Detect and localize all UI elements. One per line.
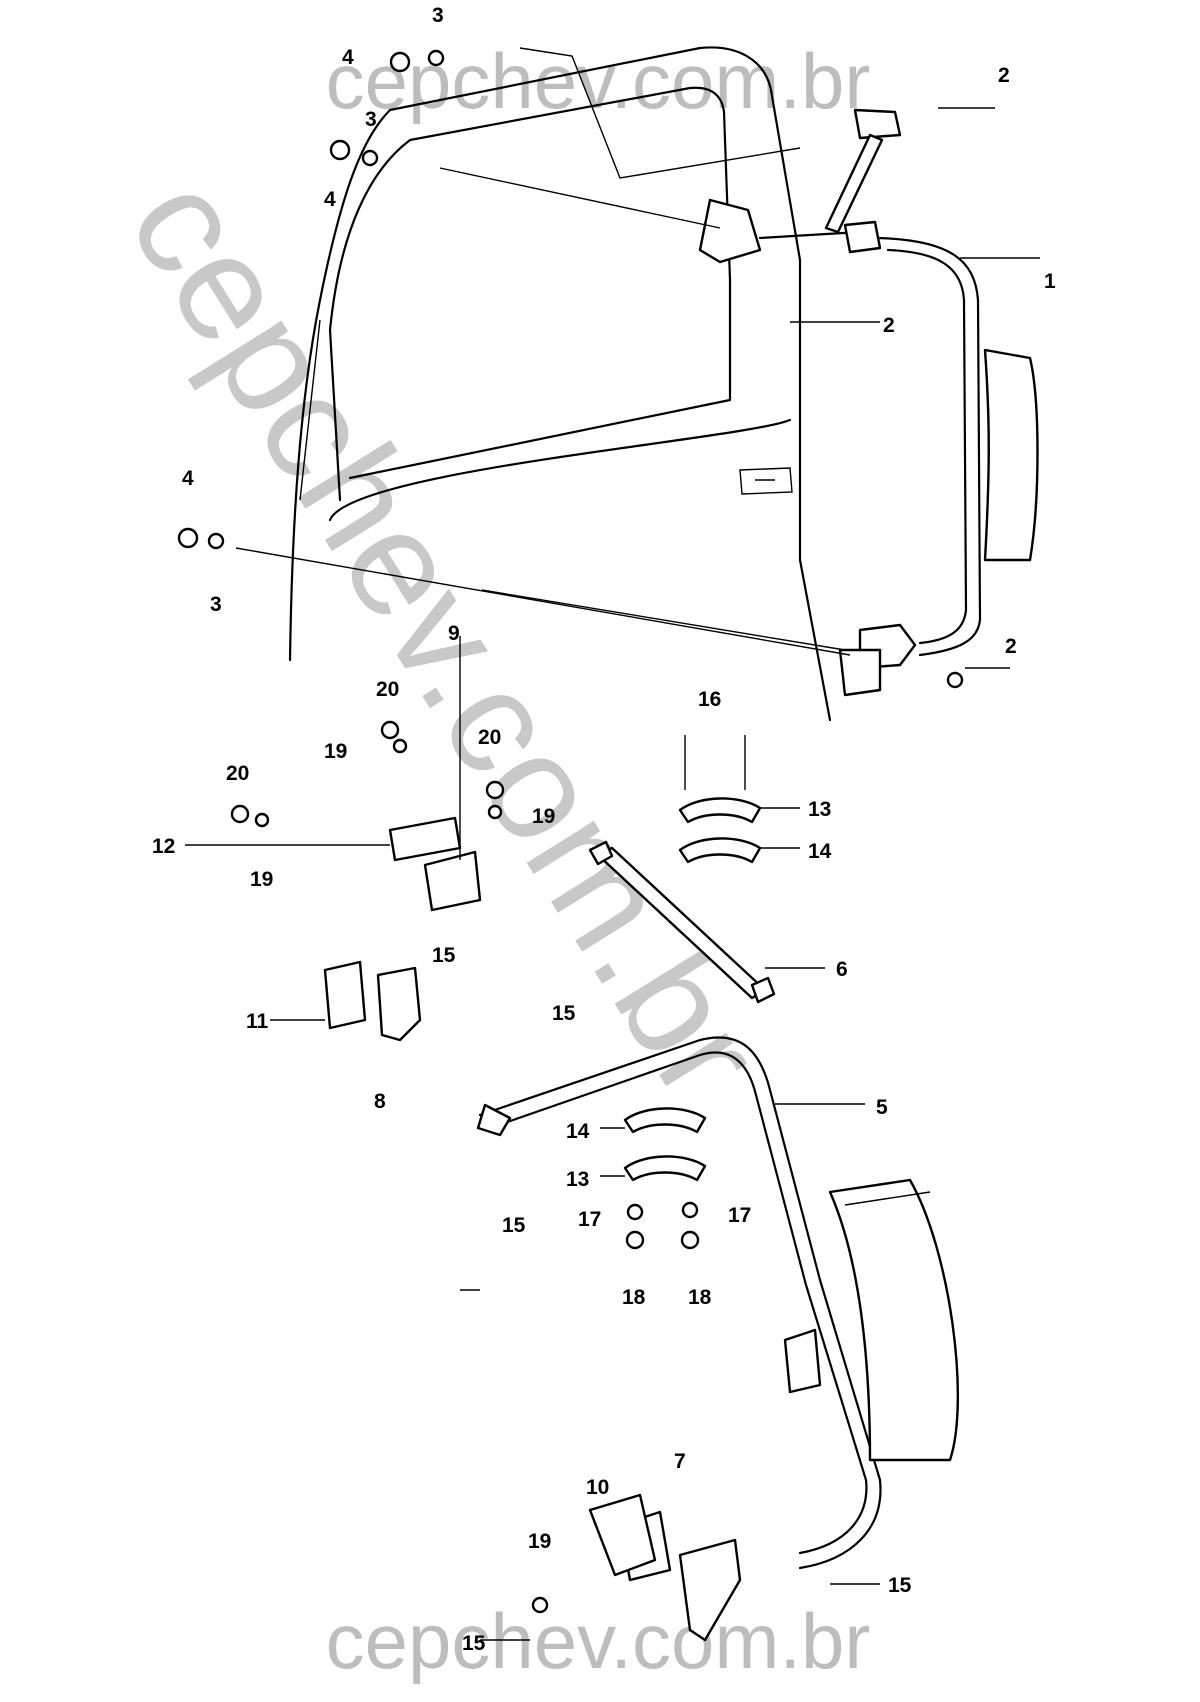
door-outline xyxy=(288,46,832,722)
callout-20-a: 20 xyxy=(376,678,399,701)
callout-14-top: 14 xyxy=(808,840,832,863)
callout-18-right: 18 xyxy=(688,1286,712,1309)
callout-4-a: 4 xyxy=(342,46,354,69)
nut-icon xyxy=(389,51,411,73)
callout-11: 11 xyxy=(246,1010,269,1033)
callout-15-b: 15 xyxy=(552,1002,576,1025)
watermark-diagonal: cepchev.com.br xyxy=(98,148,796,1125)
callout-3-c: 3 xyxy=(210,593,222,616)
watermarks: cepchev.com.br cepchev.com.br cepchev.co… xyxy=(98,37,871,1685)
callout-16: 16 xyxy=(698,688,721,711)
lower-mirror-assembly xyxy=(185,636,960,1642)
callout-10: 10 xyxy=(586,1476,609,1499)
callout-3-b: 3 xyxy=(365,108,377,131)
callout-19-d: 19 xyxy=(528,1530,551,1553)
callout-19-b: 19 xyxy=(532,805,555,828)
callout-9: 9 xyxy=(448,622,460,645)
callout-19-a: 19 xyxy=(324,740,347,763)
washer-icon xyxy=(427,49,445,67)
callout-14-bottom: 14 xyxy=(566,1120,590,1143)
callout-2-bottom: 2 xyxy=(1005,635,1017,658)
callout-17-left: 17 xyxy=(578,1208,601,1231)
callout-8: 8 xyxy=(374,1090,386,1113)
watermark-top: cepchev.com.br xyxy=(326,37,871,125)
callout-15-a: 15 xyxy=(432,944,456,967)
callout-5: 5 xyxy=(876,1096,888,1119)
callout-13-top: 13 xyxy=(808,798,831,821)
callout-19-c: 19 xyxy=(250,868,273,891)
callout-15-c: 15 xyxy=(502,1214,526,1237)
callout-3-a: 3 xyxy=(432,4,444,27)
callout-15-e: 15 xyxy=(888,1574,912,1597)
callout-12: 12 xyxy=(152,835,175,858)
callout-13-bottom: 13 xyxy=(566,1168,589,1191)
callout-6: 6 xyxy=(836,958,848,981)
callout-4-c: 4 xyxy=(182,467,194,490)
callout-labels: 1 2 2 2 3 3 3 4 4 4 5 6 7 8 9 10 11 12 1… xyxy=(152,4,1056,1655)
callout-7: 7 xyxy=(674,1450,686,1473)
callout-20-b: 20 xyxy=(478,726,501,749)
watermark-bottom: cepchev.com.br xyxy=(326,1597,871,1685)
fasteners xyxy=(177,49,964,1614)
callout-20-c: 20 xyxy=(226,762,249,785)
callout-18-left: 18 xyxy=(622,1286,646,1309)
callout-2-top: 2 xyxy=(998,64,1010,87)
callout-4-b: 4 xyxy=(324,188,336,211)
callout-1: 1 xyxy=(1044,270,1056,293)
callout-17-right: 17 xyxy=(728,1204,751,1227)
callout-15-d: 15 xyxy=(462,1632,486,1655)
callout-2-mid: 2 xyxy=(883,314,895,337)
upper-mirror-assembly xyxy=(235,47,1040,697)
